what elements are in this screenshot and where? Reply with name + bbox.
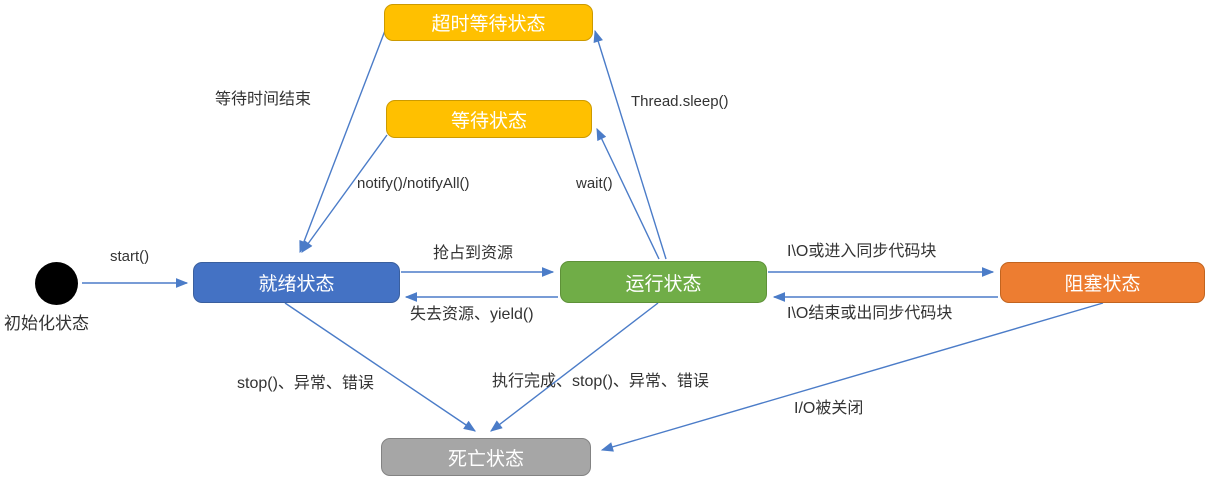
edge-wait-timeout-end — [299, 27, 387, 254]
edge-label-wait-timeout-end: 等待时间结束 — [215, 91, 312, 108]
state-blocked: 阻塞状态 — [1000, 262, 1205, 303]
edge-notify — [301, 134, 388, 253]
edge-sleep — [593, 29, 667, 260]
state-waiting: 等待状态 — [386, 100, 592, 138]
state-running: 运行状态 — [560, 261, 767, 303]
edge-label-ready-to-dead: stop()、异常、错误 — [237, 375, 374, 392]
edge-label-start: start() — [110, 248, 150, 265]
initial-state-circle — [35, 262, 78, 305]
edge-label-io-exit: I\O结束或出同步代码块 — [787, 305, 953, 322]
edge-label-running-to-dead: 执行完成、stop()、异常、错误 — [492, 373, 709, 390]
state-timed-waiting-label: 超时等待状态 — [431, 14, 546, 35]
state-ready: 就绪状态 — [193, 262, 400, 303]
edge-label-wait: wait() — [576, 175, 613, 192]
edge-label-io-enter: I\O或进入同步代码块 — [787, 243, 937, 260]
edge-label-lose-cpu: 失去资源、yield() — [410, 306, 534, 323]
state-dead: 死亡状态 — [381, 438, 591, 476]
edge-label-acquire-cpu: 抢占到资源 — [433, 245, 514, 262]
state-running-label: 运行状态 — [625, 273, 702, 295]
edge-wait — [596, 127, 660, 260]
edge-label-io-closed: I/O被关闭 — [794, 400, 864, 417]
state-waiting-label: 等待状态 — [450, 110, 527, 132]
state-timed-waiting: 超时等待状态 — [384, 4, 593, 41]
edge-label-sleep: Thread.sleep() — [631, 93, 729, 110]
edge-label-notify: notify()/notifyAll() — [357, 175, 470, 192]
state-blocked-label: 阻塞状态 — [1064, 274, 1141, 295]
initial-state-label: 初始化状态 — [4, 314, 89, 333]
state-dead-label: 死亡状态 — [447, 448, 524, 470]
state-ready-label: 就绪状态 — [258, 274, 335, 295]
